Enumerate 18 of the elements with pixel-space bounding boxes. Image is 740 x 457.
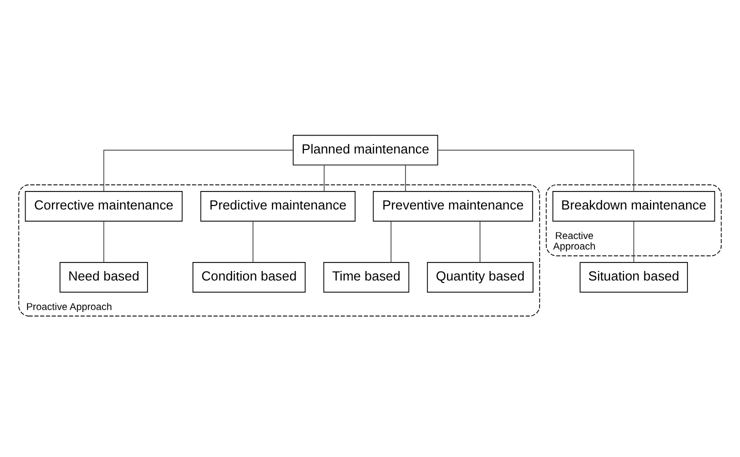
node-box: Corrective maintenance — [24, 190, 183, 222]
node-box: Preventive maintenance — [372, 190, 534, 222]
connector — [324, 164, 325, 192]
node-box: Planned maintenance — [292, 134, 438, 165]
node-box: Condition based — [192, 262, 306, 292]
node-box: Situation based — [580, 262, 688, 292]
connector — [633, 220, 634, 262]
node-box: Need based — [60, 262, 148, 292]
node-box: Time based — [323, 262, 410, 292]
connector — [437, 149, 634, 192]
node-box: Breakdown maintenance — [552, 190, 716, 222]
connector — [390, 220, 392, 262]
connector — [103, 149, 294, 192]
node-box: Quantity based — [426, 262, 534, 292]
connector — [103, 220, 104, 262]
connector — [252, 220, 254, 262]
node-box: Predictive maintenance — [200, 190, 356, 222]
connector — [405, 164, 406, 192]
